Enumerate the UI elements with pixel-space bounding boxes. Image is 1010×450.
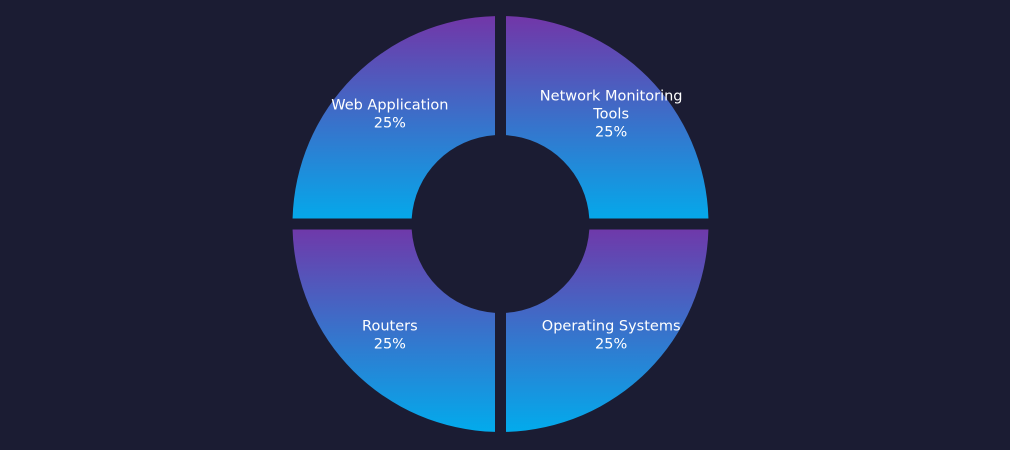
donut-slice-routers — [292, 229, 495, 432]
slice-percent: 25% — [374, 337, 406, 353]
slice-percent: 25% — [595, 124, 627, 140]
slice-name: Routers — [362, 319, 418, 335]
slice-percent: 25% — [374, 115, 406, 131]
donut-slice-web-application — [292, 16, 495, 219]
slice-label-operating-systems: Operating Systems 25% — [542, 319, 681, 353]
slice-name: Network Monitoring — [540, 88, 683, 104]
slice-name: Web Application — [331, 97, 448, 113]
slice-label-web-application: Web Application 25% — [331, 97, 448, 131]
slice-name: Operating Systems — [542, 319, 681, 335]
donut-slice-network-monitoring-tools — [506, 16, 709, 219]
donut-slice-operating-systems — [506, 229, 709, 432]
donut-slices — [292, 16, 709, 432]
slice-percent: 25% — [595, 337, 627, 353]
slice-name: Tools — [592, 106, 629, 122]
slice-label-routers: Routers 25% — [362, 319, 418, 353]
